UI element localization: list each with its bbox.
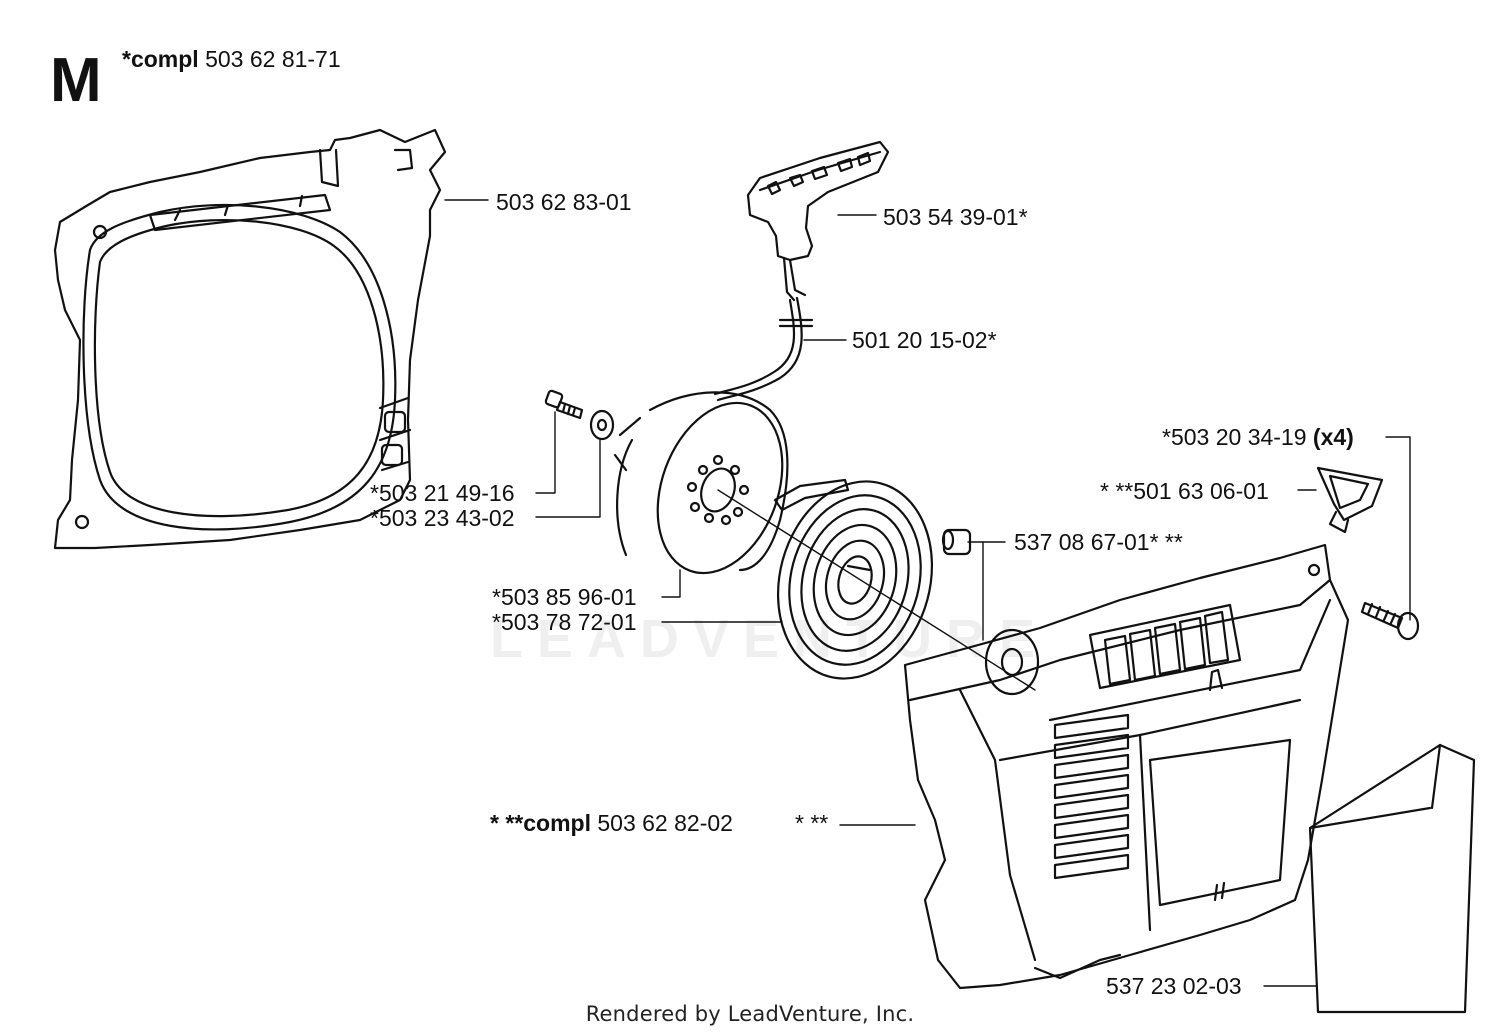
leader-rope-pulley <box>661 569 681 598</box>
assembly-number: 503 62 81-71 <box>205 46 341 72</box>
leader-screw-x4 <box>1385 436 1411 621</box>
part-label-washer-small[interactable]: *503 23 43-02 <box>370 505 515 531</box>
decal-drawing <box>1308 743 1476 1014</box>
footer-credit: Rendered by LeadVenture, Inc. <box>585 1002 915 1026</box>
starter-handle-drawing <box>746 140 890 302</box>
part-label-starter-cord[interactable]: 501 20 15-02* <box>852 327 997 353</box>
fan-housing-drawing <box>53 128 447 550</box>
part-prefix-starter-cover: * **compl <box>490 810 591 836</box>
part-label-fan-housing[interactable]: 503 62 83-01 <box>496 189 632 215</box>
assembly-axis-line <box>717 489 1036 691</box>
part-suffix-starter-cover: * ** <box>795 810 829 836</box>
leader-washer-small <box>535 439 601 518</box>
part-label-screw-small[interactable]: *503 21 49-16 <box>370 480 515 506</box>
part-label-rope-pulley[interactable]: *503 85 96-01 <box>492 584 637 610</box>
part-label-spring-bushing[interactable]: 537 08 67-01* ** <box>1014 529 1183 555</box>
rope-guide-drawing <box>1316 466 1384 534</box>
rope-pulley-drawing <box>613 391 789 575</box>
recoil-spring-drawing <box>773 478 934 680</box>
screw-small-drawing <box>544 389 584 420</box>
watermark: LEADVENTURE <box>490 609 1050 669</box>
spring-bushing-drawing <box>941 528 972 556</box>
starter-cord-drawing <box>713 296 814 402</box>
leader-screw-small <box>535 411 556 494</box>
part-label-starter-handle[interactable]: 503 54 39-01* <box>883 204 1028 230</box>
starter-cover-drawing <box>903 543 1350 990</box>
part-label-recoil-spring[interactable]: *503 78 72-01 <box>492 609 637 635</box>
part-label-screw-x4[interactable]: *503 20 34-19 (x4) <box>1162 424 1354 450</box>
part-number-starter-cover: 503 62 82-02 <box>597 810 733 836</box>
screw-x4-drawing <box>1360 601 1420 641</box>
part-number-screw-x4: *503 20 34-19 <box>1162 424 1307 450</box>
leader-lines <box>444 199 1411 987</box>
washer-small-drawing <box>589 409 615 441</box>
part-label-starter-cover[interactable]: * **compl 503 62 82-02 <box>490 810 733 836</box>
section-letter: M <box>50 46 102 115</box>
assembly-title: *compl 503 62 81-71 <box>122 46 341 72</box>
part-label-rope-guide[interactable]: * **501 63 06-01 <box>1100 478 1269 504</box>
part-label-decal[interactable]: 537 23 02-03 <box>1106 973 1242 999</box>
assembly-prefix: *compl <box>122 46 199 72</box>
part-qty-screw-x4: (x4) <box>1312 424 1354 450</box>
